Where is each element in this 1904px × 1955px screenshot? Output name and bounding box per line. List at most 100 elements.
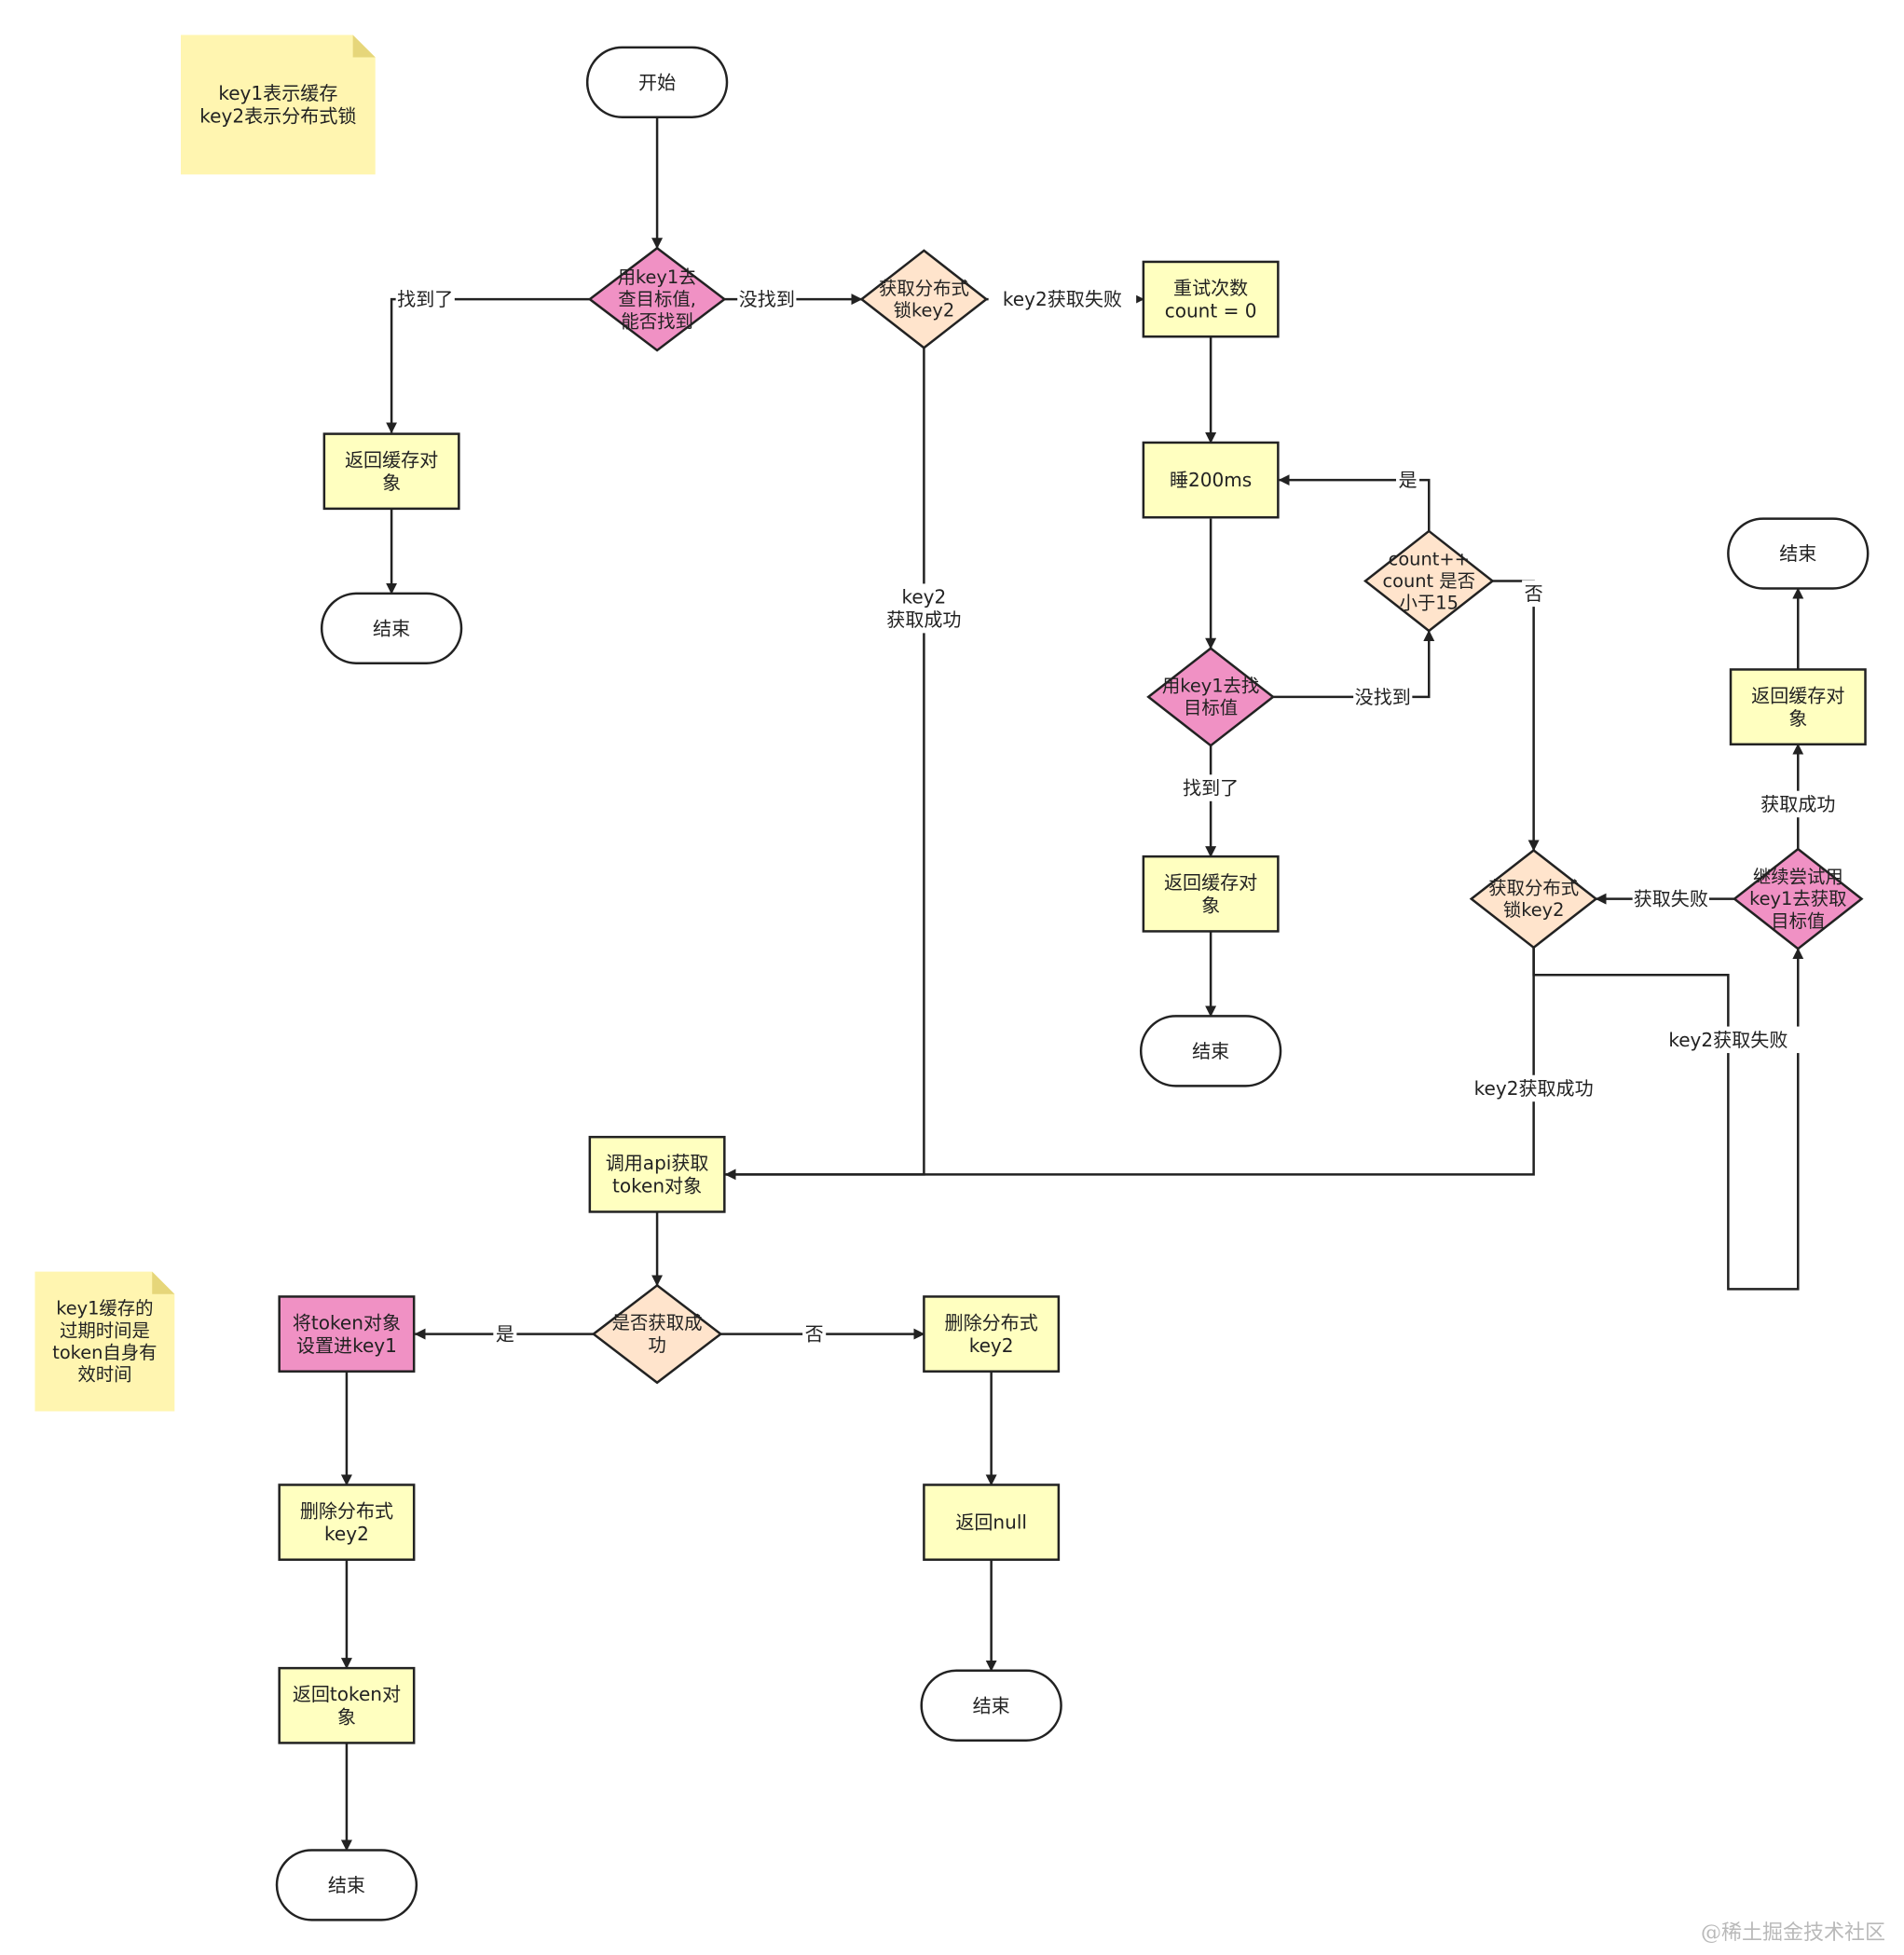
p-return-cache-2-line-1: 返回缓存对 [1164, 871, 1257, 894]
end-3-line-1: 结束 [1779, 542, 1816, 565]
edge-label-d3-fail: 获取失败 [1632, 885, 1709, 912]
d-cache-2-line-1: 用key1去找 [1162, 676, 1259, 697]
node-end-1: 结束 [320, 592, 463, 665]
d-lock-2-line-2: 锁key2 [1503, 899, 1565, 921]
edge-label-bg [737, 285, 797, 313]
note-bottom-line-3: token自身有 [52, 1342, 157, 1363]
edge-lock1-success [725, 348, 925, 1176]
sticky-note-fold [152, 1271, 175, 1294]
d-count-line-2: count 是否 [1382, 570, 1475, 592]
process-box [1142, 441, 1280, 519]
edge-label-lock2-success: key2获取成功 [1459, 1074, 1608, 1102]
edge-label-d2-notfound: 没找到 [1353, 683, 1413, 711]
p-retry-count-line-2: count = 0 [1165, 299, 1257, 321]
process-box [923, 1483, 1061, 1561]
edge-label-bg [802, 1320, 827, 1347]
p-sleep-line-1: 睡200ms [1170, 469, 1252, 491]
edge-label-bg [1181, 774, 1240, 801]
edge-label-bg [1522, 580, 1546, 608]
p-del-key2-b-line-2: key2 [969, 1334, 1014, 1357]
edge-label-d3-fail-line-1: 获取失败 [1634, 888, 1708, 910]
node-p-sleep: 睡200ms [1142, 441, 1280, 519]
edge-label-count-yes: 是 [1395, 466, 1420, 494]
edge-label-count-no: 否 [1522, 580, 1546, 608]
edge-label-bg [1760, 790, 1837, 818]
decision-diamond [1363, 529, 1495, 633]
edge-label-success-no-line-1: 否 [805, 1323, 824, 1346]
d-success-line-2: 功 [648, 1334, 665, 1356]
process-box [278, 1295, 416, 1373]
p-return-cache-3-line-1: 返回缓存对 [1751, 684, 1844, 706]
decision-diamond [591, 1283, 723, 1385]
d-cache-3-line-1: 继续尝试用 [1753, 866, 1843, 887]
edge-label-lock1-fail: key2获取失败 [988, 285, 1137, 313]
node-end-4: 结束 [275, 1849, 418, 1921]
note-top-line-2: key2表示分布式锁 [199, 105, 356, 128]
terminal-shape [275, 1849, 418, 1921]
start-line-1: 开始 [638, 71, 676, 93]
process-box [923, 1295, 1061, 1373]
p-return-cache-1-line-1: 返回缓存对 [345, 448, 438, 471]
p-set-key1-line-2: 设置进key1 [296, 1334, 397, 1357]
decision-diamond [1469, 848, 1598, 950]
terminal-shape [1139, 1015, 1282, 1087]
terminal-shape [920, 1669, 1062, 1742]
notes-layer: key1表示缓存key2表示分布式锁key1缓存的过期时间是token自身有效时… [34, 34, 376, 1412]
node-end-3: 结束 [1727, 517, 1870, 590]
edge-label-success-no: 否 [802, 1320, 827, 1347]
edge-label-d1-found-line-1: 找到了 [397, 288, 453, 310]
edge-label-bg [493, 1320, 517, 1347]
d-lock-2-line-1: 获取分布式 [1488, 877, 1579, 898]
edge-label-d2-notfound-line-1: 没找到 [1355, 686, 1411, 708]
node-start: 开始 [585, 46, 729, 119]
process-box [278, 1483, 416, 1561]
edge-label-bg [1632, 885, 1709, 912]
edge-label-lock1-fail-line-1: key2获取失败 [1003, 288, 1122, 310]
edge-label-success-yes: 是 [493, 1320, 517, 1347]
edge-label-d2-found-line-1: 找到了 [1183, 777, 1239, 800]
d-cache-1-line-1: 用key1去 [618, 267, 697, 288]
edges-layer [340, 116, 1804, 1852]
d-cache-1-line-3: 能否找到 [621, 310, 693, 332]
edge-label-d1-notfound-line-1: 没找到 [739, 288, 795, 310]
edge-label-bg [1654, 1026, 1802, 1054]
edge-label-success-yes-line-1: 是 [496, 1323, 514, 1346]
p-return-cache-1-line-2: 象 [382, 472, 401, 494]
d-cache-1-line-2: 查目标值, [618, 289, 696, 310]
end-1-line-1: 结束 [373, 617, 410, 639]
edge-label-d2-found: 找到了 [1181, 774, 1240, 801]
d-cache-2-line-2: 目标值 [1184, 697, 1238, 718]
d-cache-3-line-3: 目标值 [1771, 910, 1825, 932]
end-2-line-1: 结束 [1192, 1040, 1229, 1062]
note-bottom-line-4: 效时间 [77, 1364, 131, 1386]
edge-count-yes [1278, 474, 1431, 531]
nodes-layer: 开始用key1去查目标值,能否找到返回缓存对象结束获取分布式锁key2重试次数c… [275, 46, 1870, 1921]
d-success-line-1: 是否获取成 [612, 1312, 703, 1333]
p-set-key1-line-1: 将token对象 [293, 1311, 401, 1333]
edge-lock2-fail-loop [1532, 947, 1804, 1291]
p-return-cache-3-line-2: 象 [1788, 707, 1807, 730]
decision-diamond [1733, 847, 1864, 950]
node-end-2: 结束 [1139, 1015, 1282, 1087]
process-box [278, 1666, 416, 1744]
p-del-key2-b-line-1: 删除分布式 [945, 1311, 1038, 1333]
process-box [1729, 668, 1867, 745]
node-p-return-null: 返回null [923, 1483, 1061, 1561]
process-box [322, 432, 460, 511]
d-lock-1-line-2: 锁key2 [894, 299, 955, 321]
edge-d2-notfound [1273, 629, 1435, 699]
edge-label-bg [395, 285, 455, 313]
note-bottom-line-2: 过期时间是 [60, 1319, 150, 1341]
